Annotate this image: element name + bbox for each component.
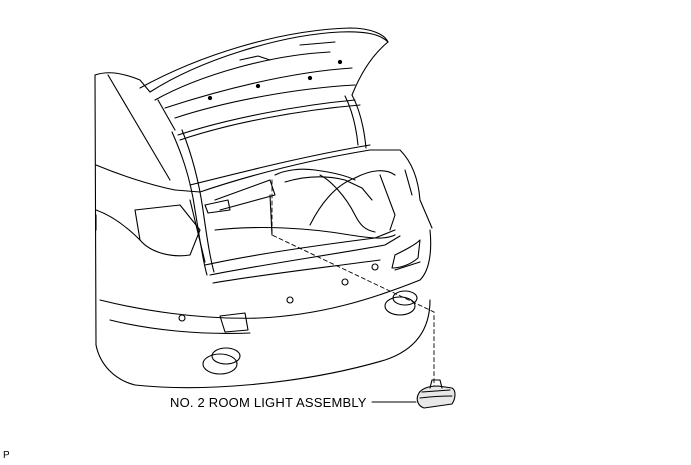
leader-lines: [271, 179, 435, 391]
room-light-assembly-part: [416, 379, 456, 409]
trunk-lid: [139, 27, 389, 141]
callout-label: NO. 2 ROOM LIGHT ASSEMBLY: [170, 395, 367, 410]
corner-mark: P: [3, 450, 10, 461]
car-body: [94, 72, 433, 389]
trunk-interior: [174, 144, 401, 284]
trunk-hinges: [171, 94, 367, 276]
